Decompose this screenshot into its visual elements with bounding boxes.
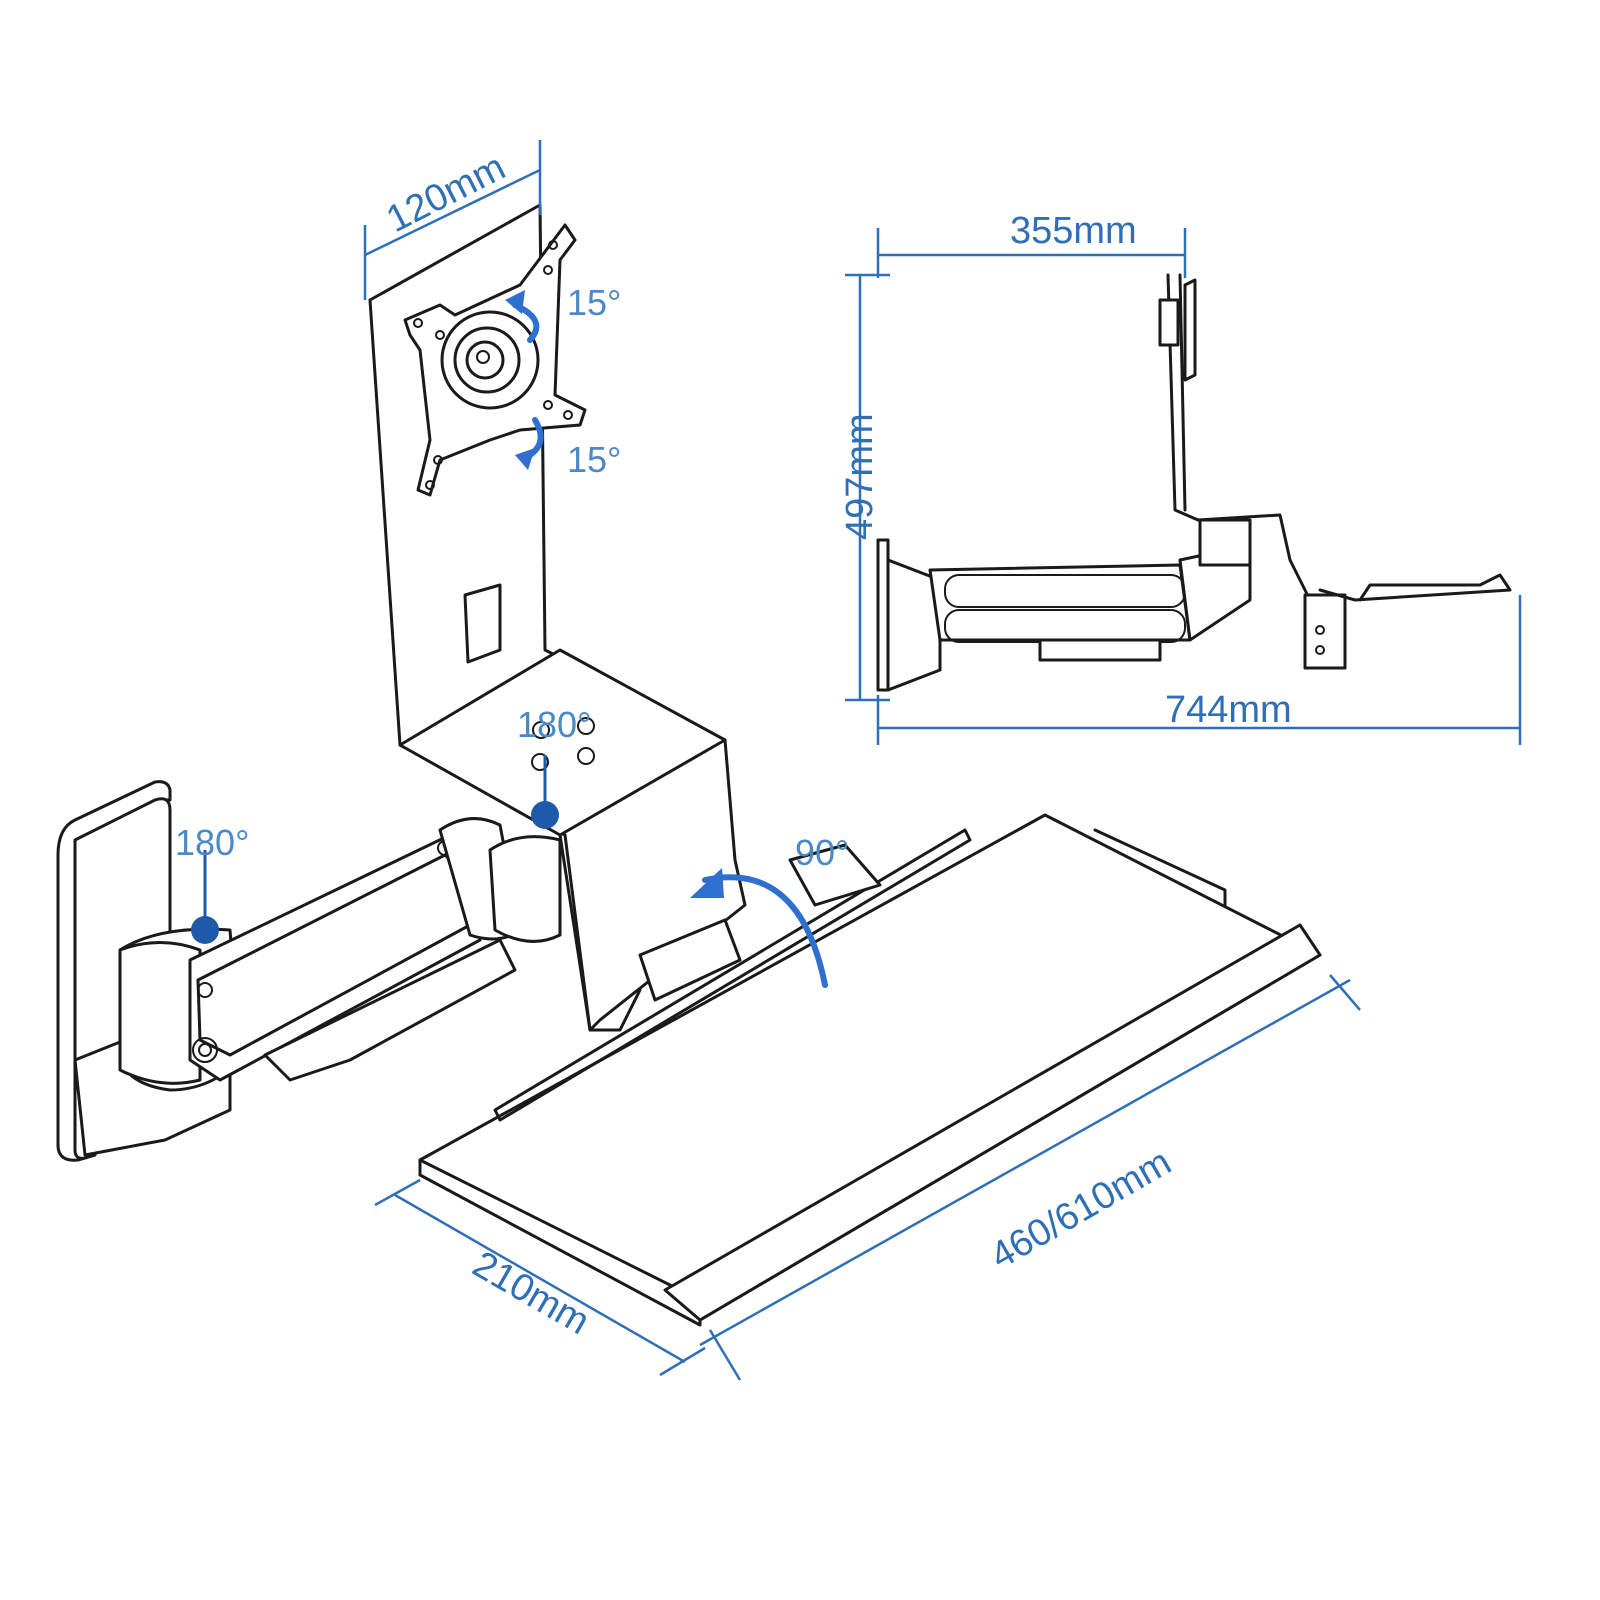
plate-width-label: 120mm xyxy=(380,146,512,241)
side-view-drawing xyxy=(876,273,1512,692)
wall-swivel-label: 180° xyxy=(175,822,249,863)
arm-reach-label: 355mm xyxy=(1010,210,1137,252)
total-depth-label: 744mm xyxy=(1165,689,1292,731)
rotation-markers xyxy=(191,290,828,988)
tilt-up-label: 15° xyxy=(567,282,621,323)
height-label: 497mm xyxy=(839,413,881,540)
keyboard-tray xyxy=(418,813,1322,1327)
articulating-arm xyxy=(118,817,562,1092)
dimension-lines xyxy=(363,140,1522,1381)
tilt-down-label: 15° xyxy=(567,439,621,480)
tray-swivel-label: 90° xyxy=(795,832,849,873)
tray-width-label: 460/610mm xyxy=(984,1141,1179,1278)
plate-swivel-label: 180° xyxy=(517,704,591,745)
